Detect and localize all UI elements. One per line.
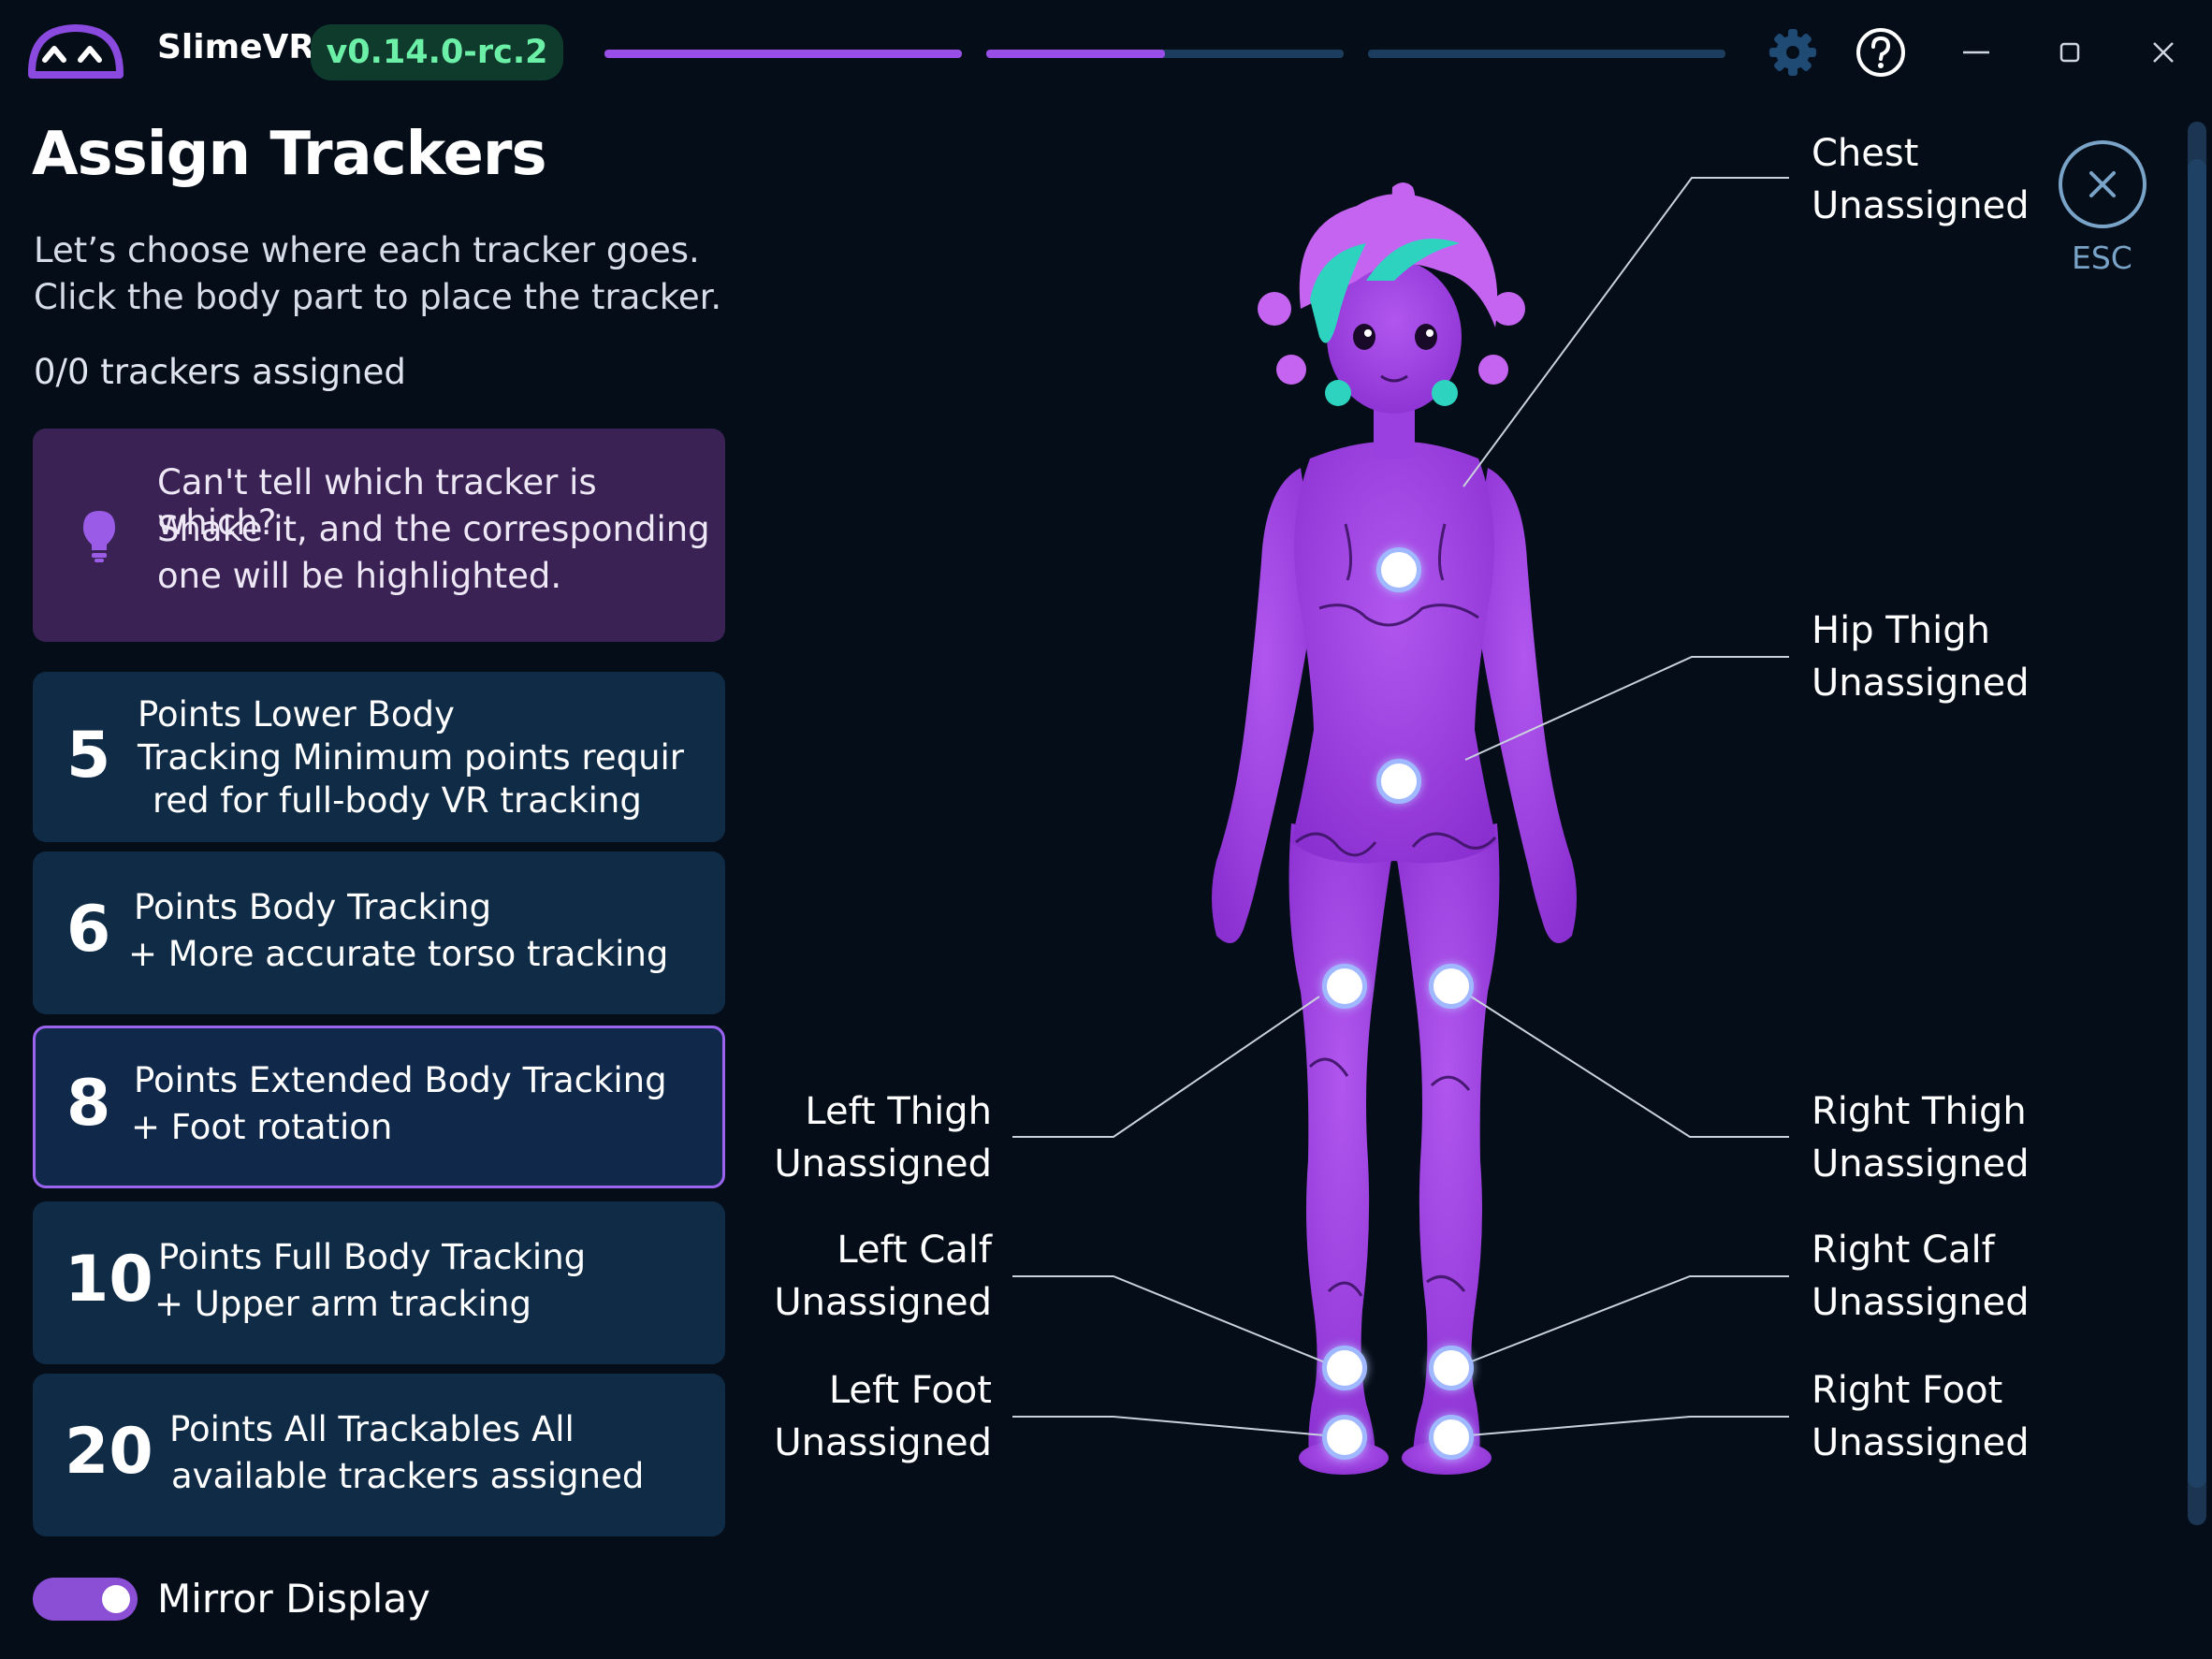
scrollbar-thumb[interactable] — [2188, 159, 2206, 1488]
help-button[interactable] — [1853, 24, 1909, 80]
close-window-button[interactable] — [2135, 24, 2191, 80]
mode-description: Tracking Minimum points requir — [138, 737, 685, 778]
mode-description-line-2: red for full-body VR tracking — [153, 780, 642, 821]
mode-title: Points All Trackables All — [169, 1409, 575, 1449]
mode-title: Points Body Tracking — [134, 887, 492, 927]
tracker-point-right-calf[interactable] — [1429, 1346, 1474, 1390]
avatar-drips — [1295, 523, 1497, 1297]
body-part-status: Unassigned — [774, 1281, 992, 1324]
body-part-status: Unassigned — [1812, 662, 2030, 705]
mode-card-5-points[interactable]: 5 Points Lower Body Tracking Minimum poi… — [33, 672, 725, 842]
mode-title: Points Full Body Tracking — [158, 1237, 587, 1277]
progress-step-1 — [604, 50, 962, 58]
mode-number: 6 — [66, 893, 111, 967]
scrollbar[interactable] — [2188, 122, 2206, 1525]
body-part-status: Unassigned — [1812, 1281, 2030, 1324]
progress-step-3 — [1368, 50, 1725, 58]
tracker-point-chest[interactable] — [1376, 547, 1421, 592]
mode-card-8-points[interactable]: 8 Points Extended Body Tracking + Foot r… — [33, 1026, 725, 1188]
version-badge: v0.14.0-rc.2 — [311, 24, 563, 80]
body-part-name: Right Thigh — [1812, 1090, 2027, 1133]
toggle-knob — [102, 1585, 130, 1613]
mode-card-10-points[interactable]: 10 Points Full Body Tracking + Upper arm… — [33, 1201, 725, 1364]
escape-button[interactable] — [2059, 140, 2147, 228]
tip-card: Can't tell which tracker is which? Shake… — [33, 429, 725, 642]
tracker-point-left-foot[interactable] — [1322, 1415, 1367, 1460]
assigned-count: 0/0 trackers assigned — [34, 352, 406, 392]
tracker-point-hip[interactable] — [1376, 759, 1421, 804]
mode-description: + Foot rotation — [131, 1107, 393, 1147]
minimize-icon — [1963, 51, 1989, 54]
tracker-point-left-calf[interactable] — [1322, 1346, 1367, 1390]
mode-description: available trackers assigned — [171, 1456, 645, 1496]
body-part-name: Left Foot — [828, 1369, 992, 1412]
mode-description: + More accurate torso tracking — [128, 934, 669, 974]
body-part-status: Unassigned — [1812, 184, 2030, 227]
avatar-arms — [1212, 468, 1577, 943]
mode-number: 8 — [66, 1067, 111, 1141]
app-name: SlimeVR — [157, 28, 315, 66]
subtitle-line-1: Let’s choose where each tracker goes. — [34, 230, 700, 270]
body-part-label-right-foot[interactable]: Right Foot Unassigned — [1812, 1364, 2030, 1469]
tip-text-line-1: Can't tell which tracker is which? — [157, 462, 597, 543]
progress-step-1-fill — [604, 50, 962, 58]
body-part-label-chest[interactable]: Chest Unassigned — [1812, 127, 2030, 232]
gear-icon — [1769, 29, 1816, 76]
minimize-button[interactable] — [1948, 24, 2004, 80]
slimevr-logo-icon — [28, 24, 124, 79]
mode-number: 10 — [65, 1243, 153, 1317]
body-part-label-right-calf[interactable]: Right Calf Unassigned — [1812, 1224, 2030, 1329]
escape-label: ESC — [2072, 240, 2132, 276]
tip-text-line-2: Shake it, and the corresponding — [157, 509, 710, 549]
page-title: Assign Trackers — [32, 120, 547, 189]
close-icon — [2089, 171, 2116, 197]
body-part-label-left-calf[interactable]: Left Calf Unassigned — [767, 1224, 992, 1329]
tracker-point-right-thigh[interactable] — [1429, 964, 1474, 1009]
close-icon — [2153, 42, 2174, 63]
mode-title: Points Lower Body — [138, 694, 455, 735]
body-part-label-left-foot[interactable]: Left Foot Unassigned — [767, 1364, 992, 1469]
help-icon — [1856, 28, 1905, 77]
body-part-name: Chest — [1812, 132, 1919, 175]
mode-title: Points Extended Body Tracking — [134, 1060, 667, 1100]
body-part-label-left-thigh[interactable]: Left Thigh Unassigned — [767, 1085, 992, 1190]
mirror-display-toggle[interactable] — [33, 1578, 138, 1621]
body-part-status: Unassigned — [1812, 1142, 2030, 1186]
settings-button[interactable] — [1765, 24, 1821, 80]
body-part-name: Left Calf — [837, 1229, 992, 1272]
body-part-name: Right Calf — [1812, 1229, 1995, 1272]
body-part-status: Unassigned — [774, 1142, 992, 1186]
mode-number: 20 — [65, 1415, 153, 1489]
body-part-label-hip[interactable]: Hip Thigh Unassigned — [1812, 604, 2030, 709]
connector-lines — [1012, 177, 1789, 1436]
lightbulb-icon — [83, 511, 115, 562]
progress-step-2 — [986, 50, 1344, 58]
mirror-display-label: Mirror Display — [157, 1576, 430, 1622]
mode-card-6-points[interactable]: 6 Points Body Tracking + More accurate t… — [33, 851, 725, 1014]
body-part-name: Hip Thigh — [1812, 609, 1990, 652]
progress-step-2-fill — [986, 50, 1165, 58]
maximize-icon — [2059, 42, 2080, 63]
maximize-button[interactable] — [2042, 24, 2098, 80]
body-part-name: Left Thigh — [805, 1090, 992, 1133]
avatar-head — [1258, 182, 1525, 458]
body-part-status: Unassigned — [774, 1421, 992, 1464]
tracker-point-right-foot[interactable] — [1429, 1415, 1474, 1460]
mode-card-20-points[interactable]: 20 Points All Trackables All available t… — [33, 1374, 725, 1536]
body-part-name: Right Foot — [1812, 1369, 2003, 1412]
tip-text-line-3: one will be highlighted. — [157, 556, 562, 596]
mode-description: + Upper arm tracking — [154, 1284, 531, 1324]
body-part-label-right-thigh[interactable]: Right Thigh Unassigned — [1812, 1085, 2030, 1190]
mode-number: 5 — [66, 719, 111, 793]
title-bar: SlimeVR v0.14.0-rc.2 — [0, 0, 2212, 109]
tracker-point-left-thigh[interactable] — [1322, 964, 1367, 1009]
body-part-status: Unassigned — [1812, 1421, 2030, 1464]
subtitle-line-2: Click the body part to place the tracker… — [34, 277, 722, 317]
